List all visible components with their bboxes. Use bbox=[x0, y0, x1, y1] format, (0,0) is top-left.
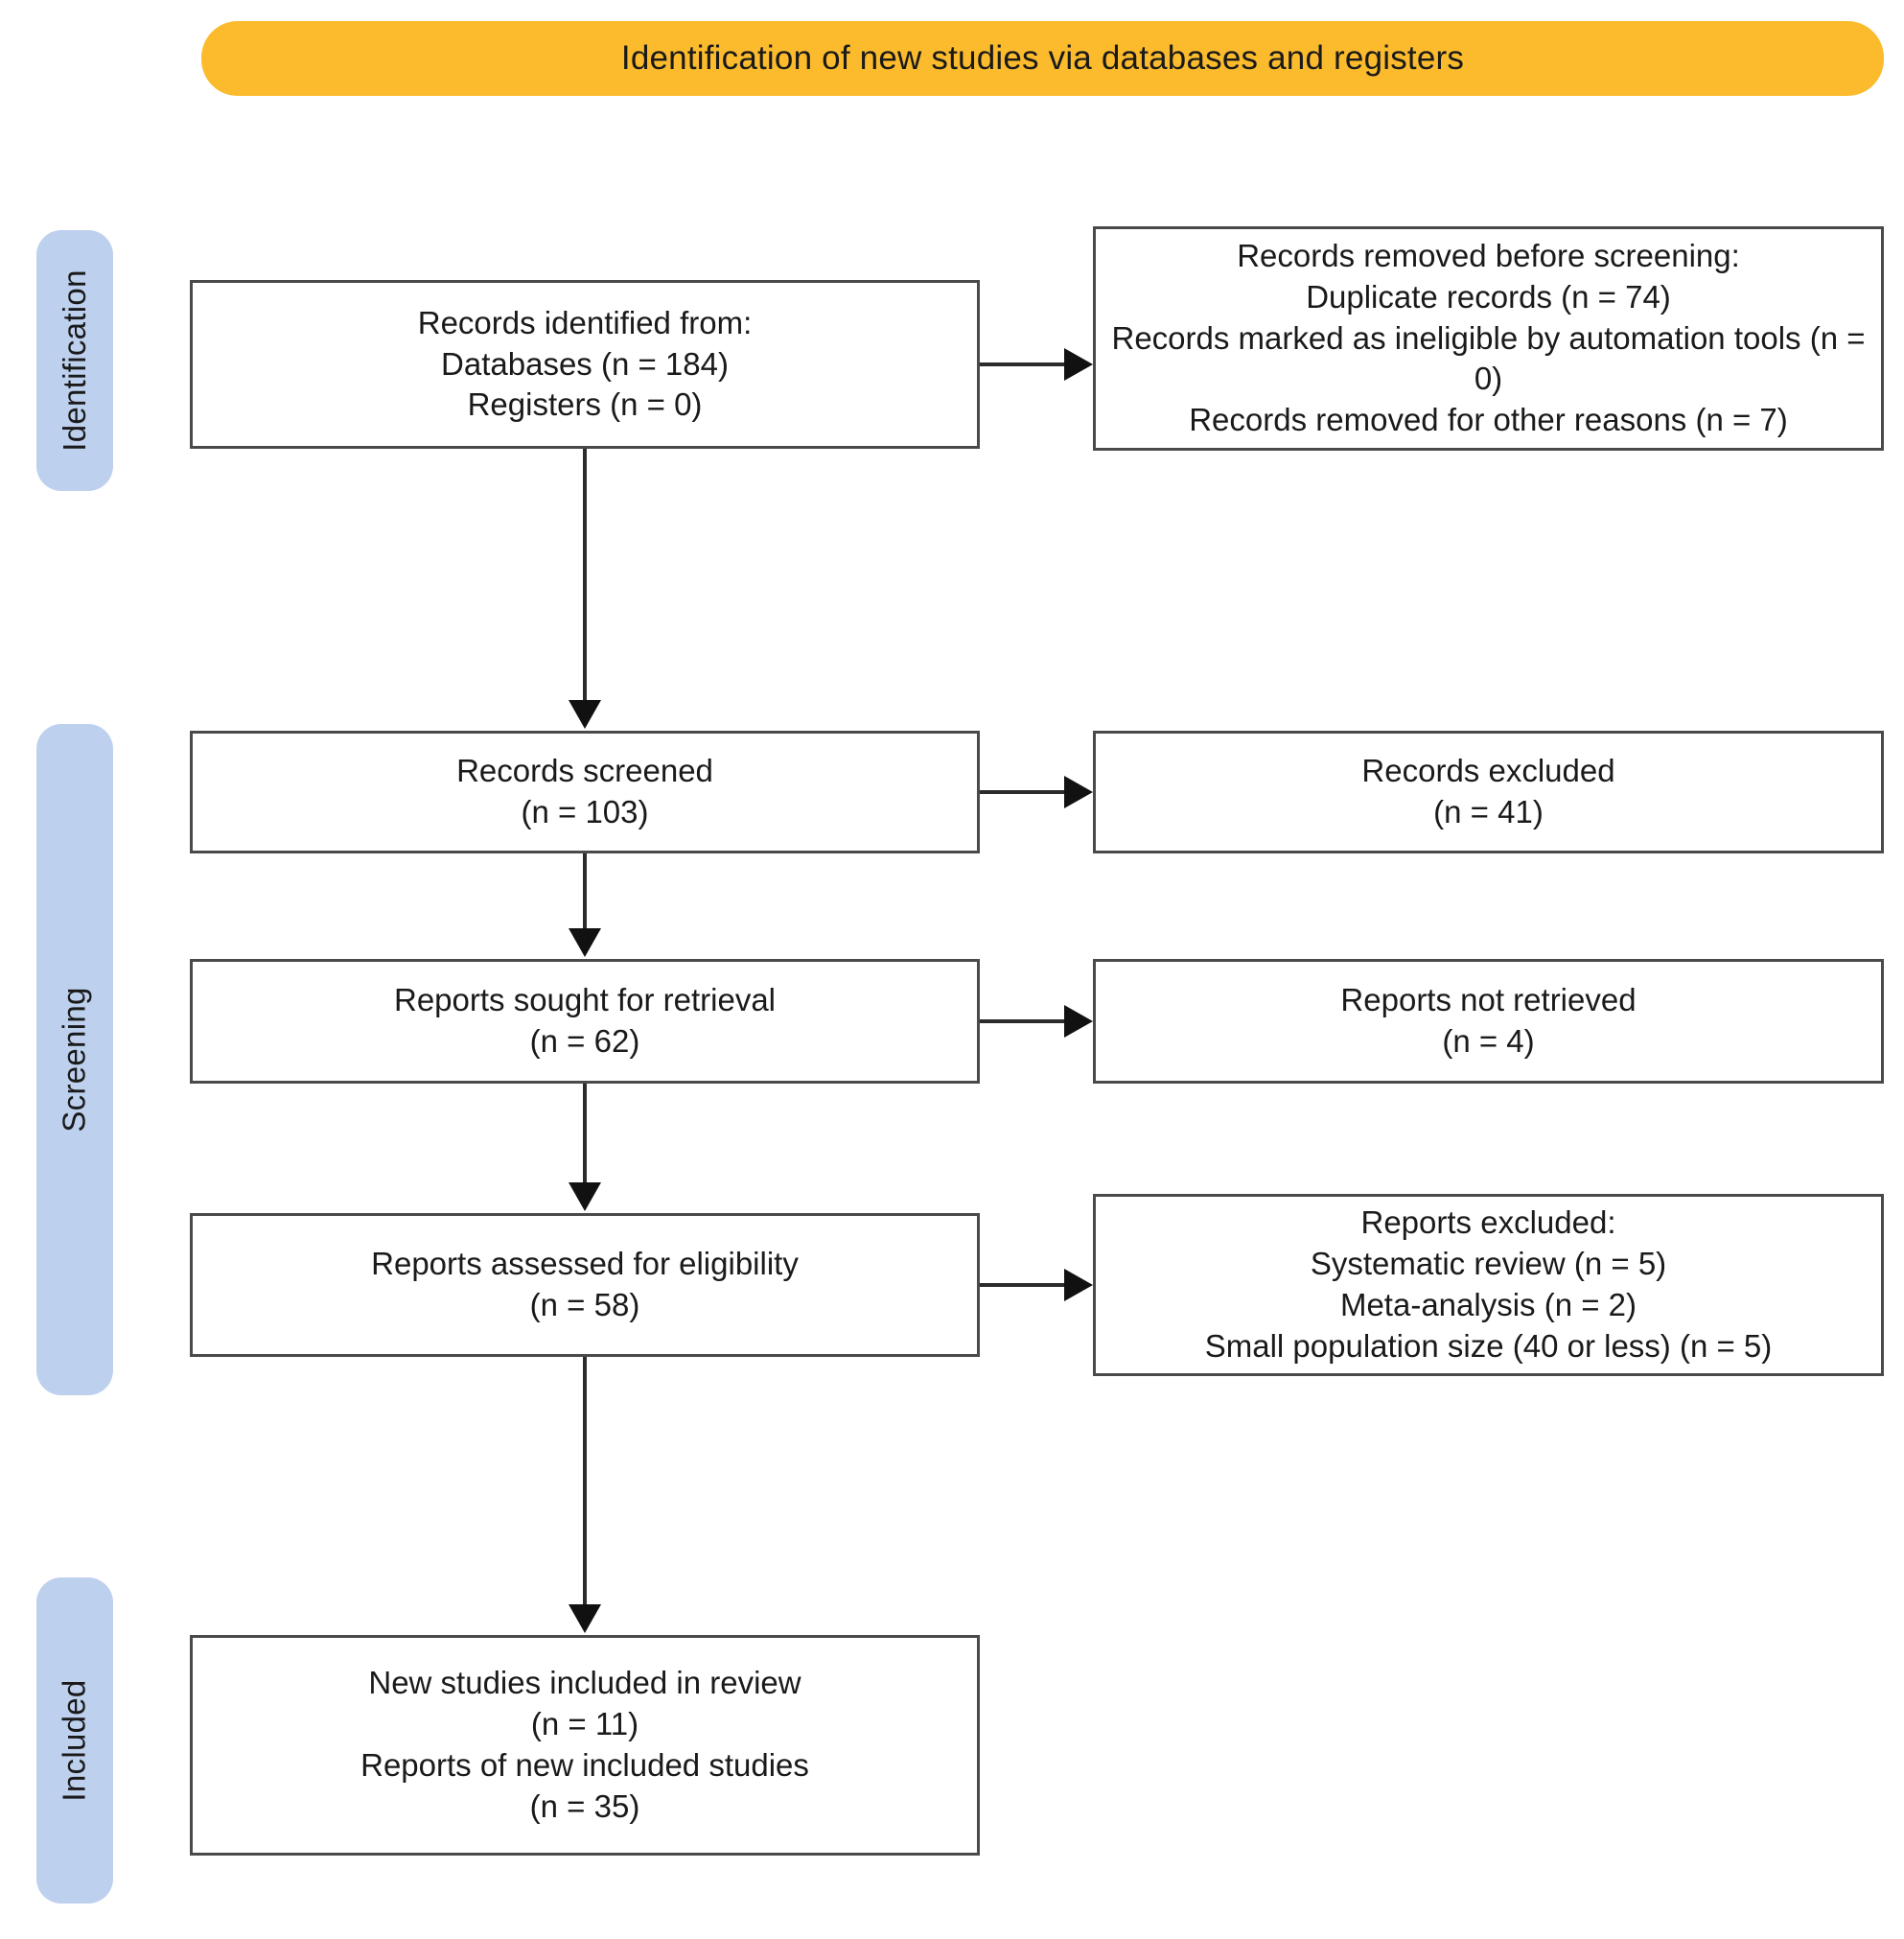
box-line: (n = 11) bbox=[530, 1706, 639, 1742]
arrowhead-sought-to-assessed bbox=[569, 1182, 601, 1211]
phase-label-identification: Identification bbox=[36, 230, 113, 491]
box-line: Reports assessed for eligibility bbox=[371, 1246, 799, 1282]
arrowhead-identified-to-removed bbox=[1064, 348, 1093, 381]
box-records-screened: Records screened (n = 103) bbox=[190, 731, 980, 853]
arrowhead-sought-to-not-retrieved bbox=[1064, 1005, 1093, 1038]
connector-screened-to-sought bbox=[583, 853, 587, 930]
arrowhead-identified-to-screened bbox=[569, 700, 601, 729]
phase-label-screening: Screening bbox=[36, 724, 113, 1395]
box-line: (n = 4) bbox=[1442, 1023, 1535, 1059]
box-line: Reports of new included studies bbox=[360, 1747, 809, 1783]
box-line: (n = 35) bbox=[529, 1787, 640, 1824]
box-line: Duplicate records (n = 74) bbox=[1306, 278, 1671, 315]
box-new-studies-included: New studies included in review (n = 11) … bbox=[190, 1635, 980, 1856]
box-line: (n = 58) bbox=[529, 1287, 640, 1322]
box-line: (n = 41) bbox=[1433, 794, 1544, 829]
box-line: (n = 62) bbox=[529, 1023, 640, 1059]
box-line: Records removed for other reasons (n = 7… bbox=[1189, 402, 1788, 438]
box-line: Records marked as ineligible by automati… bbox=[1111, 319, 1866, 397]
connector-assessed-to-included bbox=[583, 1357, 587, 1606]
phase-label-included-text: Included bbox=[57, 1679, 93, 1802]
connector-identified-to-removed bbox=[980, 362, 1068, 366]
arrowhead-assessed-to-reports-excluded bbox=[1064, 1269, 1093, 1301]
box-reports-not-retrieved: Reports not retrieved (n = 4) bbox=[1093, 959, 1884, 1084]
box-line: Databases (n = 184) bbox=[441, 345, 729, 382]
box-line: Systematic review (n = 5) bbox=[1310, 1246, 1667, 1282]
box-line: Records identified from: bbox=[417, 304, 753, 340]
box-records-identified: Records identified from: Databases (n = … bbox=[190, 280, 980, 449]
box-line: Small population size (40 or less) (n = … bbox=[1204, 1327, 1773, 1364]
box-reports-assessed-for-eligibility: Reports assessed for eligibility (n = 58… bbox=[190, 1213, 980, 1357]
diagram-header-banner: Identification of new studies via databa… bbox=[201, 21, 1884, 96]
box-line: Records removed before screening: bbox=[1237, 237, 1740, 273]
arrowhead-assessed-to-included bbox=[569, 1604, 601, 1633]
box-line: Records screened bbox=[456, 753, 713, 789]
phase-label-screening-text: Screening bbox=[57, 987, 93, 1133]
connector-assessed-to-reports-excluded bbox=[980, 1283, 1068, 1287]
box-reports-sought-for-retrieval: Reports sought for retrieval (n = 62) bbox=[190, 959, 980, 1084]
arrowhead-screened-to-sought bbox=[569, 928, 601, 957]
box-line: Reports sought for retrieval bbox=[393, 982, 776, 1018]
phase-label-included: Included bbox=[36, 1577, 113, 1904]
box-line: Meta-analysis (n = 2) bbox=[1339, 1287, 1637, 1322]
arrowhead-screened-to-excluded bbox=[1064, 776, 1093, 808]
box-line: (n = 103) bbox=[521, 794, 649, 829]
box-records-excluded: Records excluded (n = 41) bbox=[1093, 731, 1884, 853]
box-records-removed-before-screening: Records removed before screening: Duplic… bbox=[1093, 226, 1884, 451]
box-reports-excluded: Reports excluded: Systematic review (n =… bbox=[1093, 1194, 1884, 1376]
box-line: Reports not retrieved bbox=[1340, 982, 1637, 1018]
connector-sought-to-not-retrieved bbox=[980, 1019, 1068, 1023]
connector-sought-to-assessed bbox=[583, 1084, 587, 1184]
diagram-title: Identification of new studies via databa… bbox=[620, 39, 1465, 77]
box-line: Reports excluded: bbox=[1360, 1204, 1616, 1241]
box-line: Registers (n = 0) bbox=[467, 386, 703, 423]
box-line: New studies included in review bbox=[368, 1665, 801, 1701]
connector-identified-to-screened bbox=[583, 449, 587, 702]
connector-screened-to-excluded bbox=[980, 790, 1068, 794]
phase-label-identification-text: Identification bbox=[57, 269, 92, 452]
box-line: Records excluded bbox=[1361, 753, 1615, 789]
